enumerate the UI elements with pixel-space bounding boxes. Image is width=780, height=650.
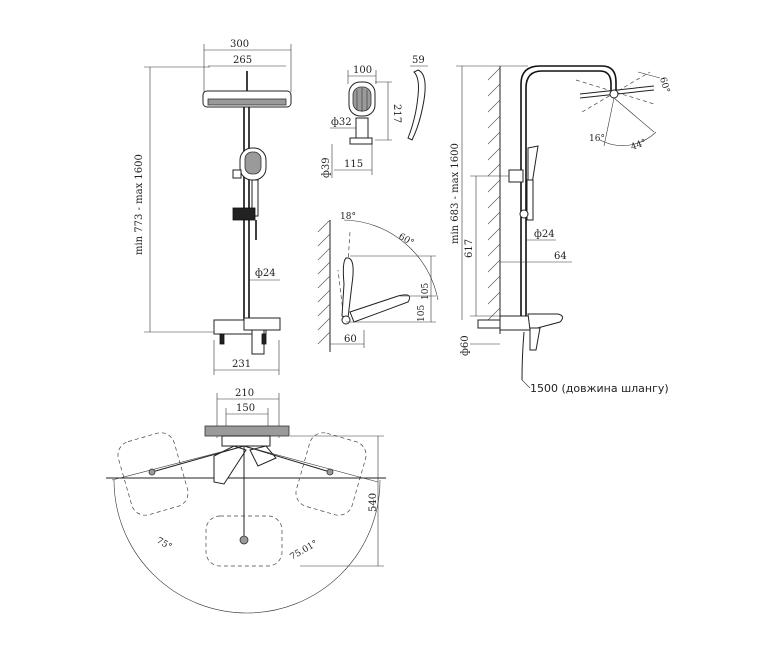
- side-hose-length: 1500 (довжина шлангу): [530, 382, 669, 395]
- side-rain-head: [575, 71, 655, 113]
- top-head-right: [295, 432, 367, 516]
- hand-diameter-39: ф39: [321, 157, 332, 178]
- front-base-width: 231: [232, 359, 251, 370]
- top-angle-75-01: 75.01°: [289, 539, 320, 563]
- top-head-center: [205, 515, 283, 567]
- top-view: 210 150 75° 75.01° 540: [106, 388, 386, 614]
- hand-shower-detail: 100 217 ф32 ф39 115 59: [321, 55, 428, 178]
- hand-depth-59: 59: [412, 55, 425, 66]
- side-dim-64: 64: [554, 251, 567, 262]
- hand-width-100: 100: [353, 65, 372, 76]
- front-width-265: 265: [233, 55, 252, 66]
- hand-holder-diameter: ф32: [331, 117, 352, 128]
- angle-60: 60°: [397, 232, 416, 249]
- angle-dim-105b: 105: [417, 305, 427, 322]
- front-view: 300 265 ф24 min 773 - max 1600: [134, 39, 292, 375]
- side-pipe-diameter: ф24: [534, 229, 555, 240]
- front-height-range: min 773 - max 1600: [134, 154, 145, 255]
- side-view: min 683 - max 1600 617 60° 16° 44° ф24: [450, 65, 671, 395]
- hand-width-115: 115: [344, 159, 363, 170]
- top-width-150: 150: [236, 403, 255, 414]
- angle-dim-105a: 105: [421, 283, 431, 300]
- side-angle-44: 44°: [630, 138, 648, 153]
- side-mixer: [477, 313, 564, 351]
- hand-shower-profile: [407, 69, 426, 141]
- top-angle-75: 75°: [155, 536, 174, 553]
- side-diameter-60: ф60: [460, 335, 471, 356]
- angle-detail: 18° 60° 105 105 60: [317, 212, 439, 352]
- angle-18: 18°: [340, 212, 356, 222]
- hand-height-217: 217: [391, 104, 402, 123]
- front-pipe-diameter: ф24: [255, 268, 276, 279]
- top-mixer-body: [204, 425, 290, 437]
- side-angle-16: 16°: [589, 134, 605, 144]
- side-height-range: min 683 - max 1600: [450, 143, 461, 244]
- side-angle-60: 60°: [657, 76, 671, 94]
- top-depth-540: 540: [368, 493, 379, 512]
- angle-dim-60: 60: [344, 334, 357, 345]
- front-width-300: 300: [230, 39, 249, 50]
- top-width-210: 210: [235, 388, 254, 399]
- side-dim-617: 617: [464, 239, 475, 258]
- top-head-left: [117, 432, 189, 516]
